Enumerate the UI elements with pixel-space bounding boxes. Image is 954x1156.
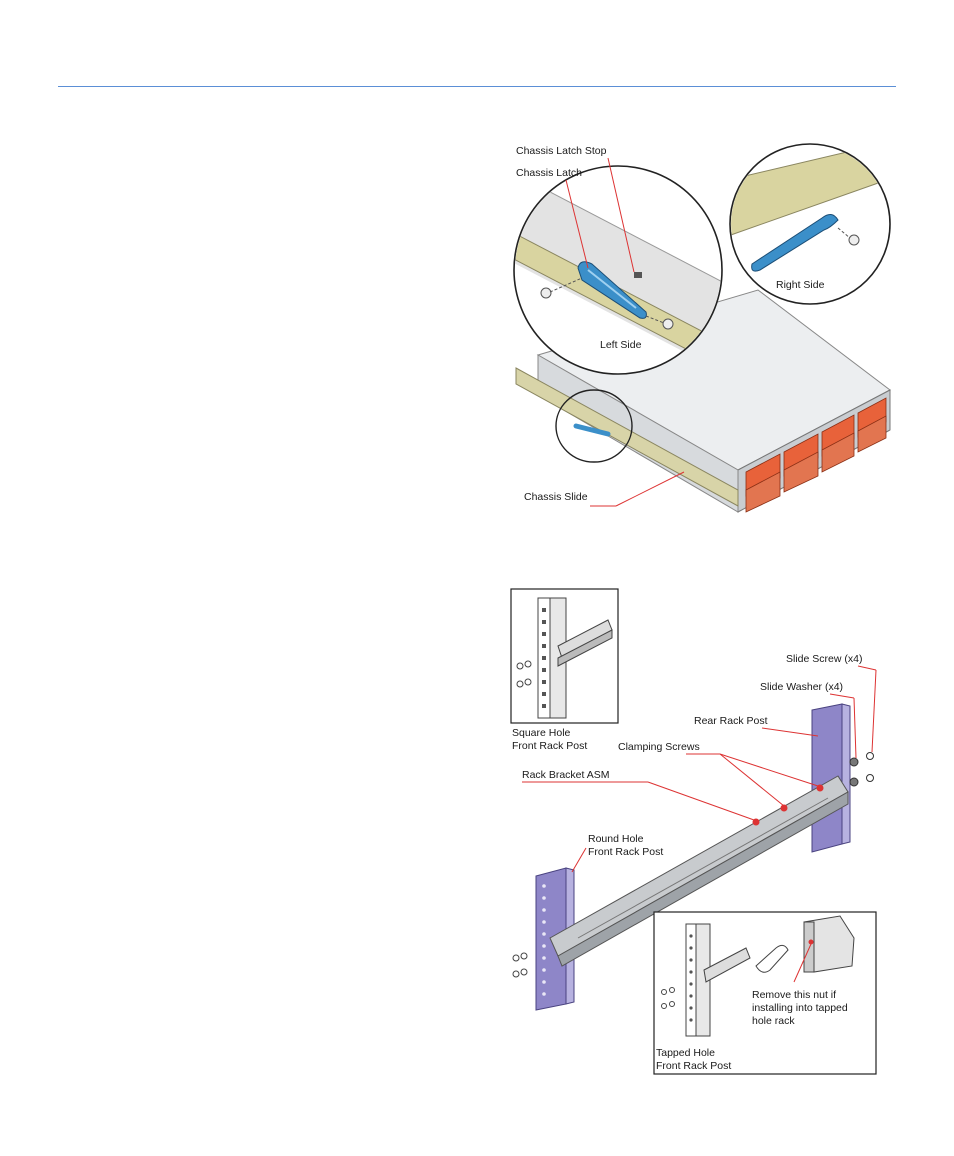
label-right-side: Right Side [776,279,825,291]
label-square-hole: Square Hole [512,727,571,739]
label-slide-washer: Slide Washer (x4) [760,681,843,693]
label-chassis-slide: Chassis Slide [524,491,588,503]
chassis-latch-illustration: Chassis Latch Stop Chassis Latch Left Si… [508,140,898,532]
label-tapped-front-rack-post: Front Rack Post [656,1060,731,1072]
label-rack-bracket-asm: Rack Bracket ASM [522,769,610,781]
rack-bracket-illustration: Square Hole Front Rack Post Slide Screw … [508,586,880,1078]
label-round-hole: Round Hole [588,833,644,845]
label-rear-rack-post: Rear Rack Post [694,715,768,727]
label-round-front-rack-post: Front Rack Post [588,846,663,858]
label-chassis-latch: Chassis Latch [516,167,582,179]
label-remove-nut-2: installing into tapped [752,1002,848,1014]
label-remove-nut-1: Remove this nut if [752,989,836,1001]
header-rule [58,86,896,87]
rack-bracket-figure: Square Hole Front Rack Post Slide Screw … [508,586,880,1078]
label-remove-nut-3: hole rack [752,1015,795,1027]
label-tapped-hole: Tapped Hole [656,1047,715,1059]
label-chassis-latch-stop: Chassis Latch Stop [516,145,607,157]
label-slide-screw: Slide Screw (x4) [786,653,862,665]
label-clamping-screws: Clamping Screws [618,741,700,753]
chassis-latch-figure: Chassis Latch Stop Chassis Latch Left Si… [508,140,898,532]
label-square-front-rack-post: Front Rack Post [512,740,587,752]
label-left-side: Left Side [600,339,642,351]
